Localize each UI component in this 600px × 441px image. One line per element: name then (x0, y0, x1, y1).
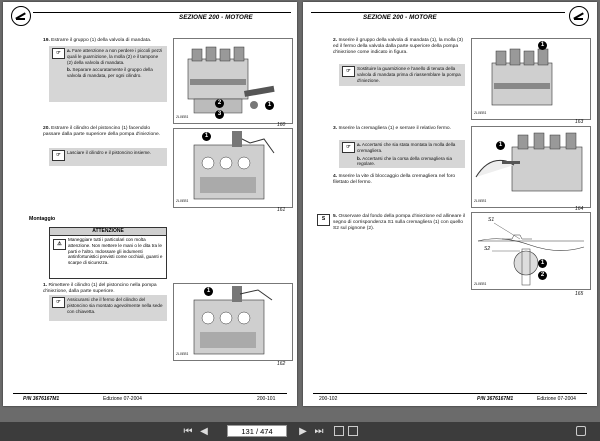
warning-body: ⚠ Maneggiare tutti i particolari con mol… (50, 236, 166, 267)
rack-pinion-alignment-figure (477, 222, 585, 286)
figure-162: 1 2L0EB1 (173, 283, 293, 361)
callout-2: 2 (538, 271, 547, 280)
header-rule (311, 12, 565, 24)
step-1-note: ☞ Assicurarsi che il fermo del cilindro … (49, 295, 167, 321)
footer-rule (13, 393, 287, 394)
figure-165-number: 165 (575, 291, 584, 297)
footer-edition: Edizione 07-2004 (103, 396, 142, 402)
figure-161: 1 2L0EB1 (173, 128, 293, 208)
step-19: 19. Estrarre il gruppo (1) della valvola… (43, 38, 152, 43)
step-19-note: ☞ a. Fare attenzione a non perdere i pic… (49, 46, 167, 102)
figure-163-number: 163 (575, 119, 584, 125)
step-19-sub-b: b. Separare accuratamente il gruppo dell… (67, 67, 153, 79)
figure-162-number: 162 (277, 361, 286, 367)
header-rule (33, 12, 291, 24)
figure-164: 1 2L0EB1 (471, 126, 591, 208)
step-4: 4. Inserire la vite di bloccaggio della … (333, 174, 456, 185)
injection-pump-figure-160 (187, 46, 275, 114)
step-3-sub-b: b. Accertarsi che la corsa della cremagl… (357, 155, 452, 167)
figure-code: 2L0EB1 (474, 282, 487, 286)
step-3-note: ☞ a. Accertarsi che sia stata montata la… (339, 140, 465, 168)
callout-1: 1 (496, 141, 505, 150)
callout-1: 1 (204, 287, 213, 296)
label-s2: S2 (484, 246, 491, 252)
last-page-icon[interactable]: ⏭ (314, 426, 324, 437)
note-icon: ☞ (52, 297, 65, 308)
callout-1: 1 (265, 101, 274, 110)
footer-part-number: P/N 3676167M1 (477, 396, 514, 402)
warning-title: ATTENZIONE (50, 228, 166, 236)
step-1: 1. Rimettere il cilindro (1) del pistonc… (43, 283, 157, 294)
injection-pump-figure-162 (193, 286, 273, 355)
step-20: 20. Estrarre il cilindro del pistoncino … (43, 126, 161, 137)
figure-160: 1 2 3 2L0EB1 (173, 38, 293, 124)
figure-163: 1 2L0EB1 (471, 38, 591, 120)
brand-logo (569, 6, 589, 26)
note-icon: ☞ (342, 66, 355, 77)
step-20-note: ☞ Lasciare il cilindro e il pistoncino i… (49, 148, 167, 166)
two-page-view-icon[interactable] (348, 426, 358, 436)
next-page-icon[interactable]: ▶ (299, 426, 307, 437)
step-19-sub-a: a. Fare attenzione a non perdere i picco… (67, 48, 163, 65)
figure-164-number: 164 (575, 206, 584, 212)
brand-logo (11, 6, 31, 26)
footer-edition: Edizione 07-2004 (537, 396, 576, 402)
figure-code: 2L0EB1 (474, 111, 487, 115)
footer-page-number: 200-101 (257, 396, 276, 402)
label-s1: S1 (488, 217, 495, 223)
figure-160-number: 160 (277, 122, 286, 128)
left-page: SEZIONE 200 - MOTORE 19. Estrarre il gru… (3, 2, 297, 406)
callout-3: 3 (215, 110, 224, 119)
step-5-icon: S (317, 214, 330, 226)
figure-165: S1 S2 1 2 2L0EB1 (471, 212, 591, 290)
injection-pump-figure-164 (475, 132, 583, 192)
previous-page-icon[interactable]: ◀ (200, 426, 208, 437)
note-icon: ☞ (52, 150, 65, 161)
footer-part-number: P/N 3676167M1 (23, 396, 60, 402)
single-page-view-icon[interactable] (334, 426, 344, 436)
injection-pump-figure-161 (193, 131, 275, 200)
callout-1: 1 (538, 259, 547, 268)
callout-2: 2 (215, 99, 224, 108)
warning-box: ATTENZIONE ⚠ Maneggiare tutti i particol… (49, 227, 167, 279)
injection-pump-figure-163 (491, 48, 553, 106)
section-montaggio: Montaggio (29, 216, 56, 222)
viewer-toolbar: ⏮ ◀ 131 / 474 ▶ ⏭ (0, 422, 600, 441)
step-2-note: ☞ Sostituire la guarnizione e l'anello d… (339, 64, 465, 86)
step-3: 3. Inserire la cremagliera (1) e serrare… (333, 126, 451, 131)
footer-rule (313, 393, 587, 394)
figure-code: 2L0EB1 (474, 199, 487, 203)
step-3-sub-a: a. Accertarsi che sia stata montata la m… (357, 142, 456, 153)
callout-1: 1 (538, 41, 547, 50)
fullscreen-icon[interactable] (576, 426, 586, 436)
first-page-icon[interactable]: ⏮ (183, 426, 193, 437)
page-number-input[interactable]: 131 / 474 (227, 425, 287, 437)
step-5: 5. Osservare dal fondo della pompa d'ini… (333, 214, 465, 231)
page-header-title: SEZIONE 200 - MOTORE (179, 14, 253, 21)
figure-code: 2L0EB1 (176, 115, 189, 119)
page-header-title: SEZIONE 200 - MOTORE (363, 14, 437, 21)
figure-code: 2L0EB1 (176, 199, 189, 203)
figure-161-number: 161 (277, 207, 286, 213)
note-icon: ☞ (52, 48, 65, 59)
step-2: 2. Inserire il gruppo della valvola di m… (333, 38, 463, 55)
callout-1: 1 (202, 132, 211, 141)
footer-page-number: 200-102 (319, 396, 338, 402)
warning-icon: ⚠ (53, 239, 66, 250)
figure-code: 2L0EB1 (176, 352, 189, 356)
note-icon: ☞ (342, 142, 355, 153)
right-page: SEZIONE 200 - MOTORE 2. Inserire il grup… (303, 2, 597, 406)
